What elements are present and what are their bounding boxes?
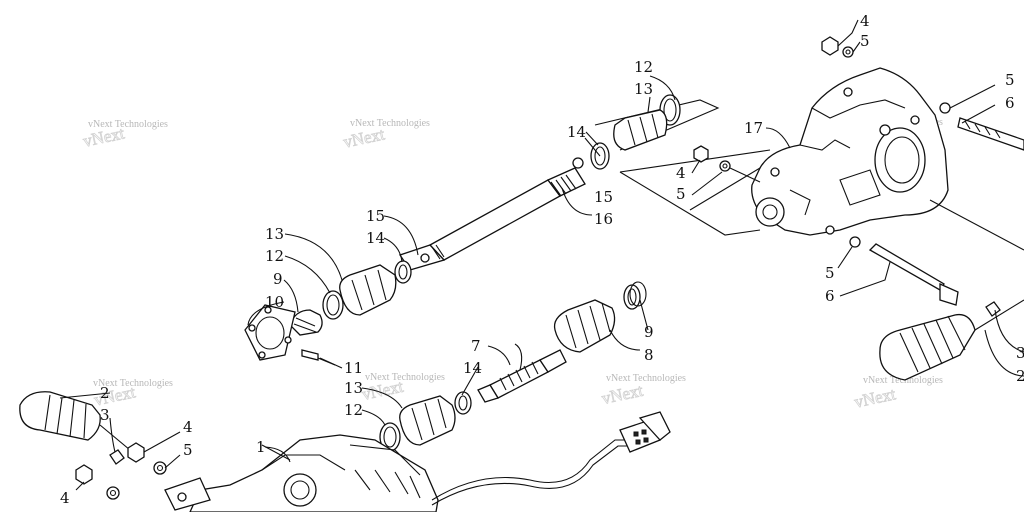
callout-5: 5 [1005, 71, 1015, 89]
watermark-shadow: vNext [600, 381, 645, 408]
callout-14: 14 [463, 359, 482, 377]
wire-harness [431, 411, 671, 506]
callout-14: 14 [567, 123, 586, 141]
watermark-shadow: vNext [853, 384, 898, 411]
top-nut-washer [821, 19, 861, 58]
callout-9: 9 [644, 323, 654, 341]
leader-lines [59, 75, 791, 463]
washer-icon [842, 46, 854, 58]
left-boot [19, 391, 131, 465]
callout-3: 3 [1016, 344, 1024, 362]
long-bolt-lower [837, 236, 959, 306]
callout-labels: 4 5 5 6 12 13 14 17 4 5 15 16 15 14 13 1… [60, 12, 1024, 507]
mid-nut-washer [691, 145, 761, 196]
callout-12: 12 [634, 58, 653, 76]
watermark: vNext Technologies [93, 378, 173, 389]
callout-15: 15 [366, 207, 385, 225]
callout-4: 4 [183, 418, 193, 436]
top-boot-assembly [572, 94, 720, 170]
rear-gearcase [619, 67, 949, 236]
callout-3: 3 [100, 406, 110, 424]
callout-5: 5 [825, 264, 835, 282]
watermark: vNext Technologies [350, 118, 430, 129]
callout-4: 4 [860, 12, 870, 30]
callout-10: 10 [265, 293, 284, 311]
flange-plate [244, 304, 336, 366]
callout-6: 6 [825, 287, 835, 305]
inner-boot-lower [379, 391, 472, 452]
callout-5: 5 [860, 32, 870, 50]
front-differential-housing [164, 434, 439, 512]
callout-13: 13 [265, 225, 284, 243]
watermark: vNext Technologies [606, 373, 686, 384]
callout-9: 9 [273, 270, 283, 288]
callout-7: 7 [471, 337, 481, 355]
callout-16: 16 [594, 210, 613, 228]
long-axle-shaft [398, 167, 593, 271]
callout-15: 15 [594, 188, 613, 206]
right-boot [879, 299, 1024, 381]
callout-2: 2 [1016, 367, 1024, 385]
callout-12: 12 [344, 401, 363, 419]
callout-5: 5 [676, 185, 686, 203]
callout-1: 1 [256, 438, 266, 456]
watermark: vNext Technologies [863, 375, 943, 386]
callout-17: 17 [744, 119, 763, 137]
callout-5: 5 [183, 441, 193, 459]
watermark: vNext Technologies [365, 372, 445, 383]
callout-13: 13 [634, 80, 653, 98]
callout-4: 4 [676, 164, 686, 182]
long-bolt-upper [929, 84, 1024, 251]
lower-shaft [477, 343, 567, 403]
inner-boot-left [289, 260, 412, 336]
callout-8: 8 [644, 346, 654, 364]
callout-13: 13 [344, 379, 363, 397]
watermark: vNext Technologies [88, 119, 168, 130]
outer-boot-right [553, 281, 649, 353]
callout-14: 14 [366, 229, 385, 247]
callout-12: 12 [265, 247, 284, 265]
nut-icon [821, 36, 839, 56]
callout-6: 6 [1005, 94, 1015, 112]
left-nut-washer [75, 431, 181, 500]
callout-4: 4 [60, 489, 70, 507]
callout-11: 11 [344, 359, 363, 377]
